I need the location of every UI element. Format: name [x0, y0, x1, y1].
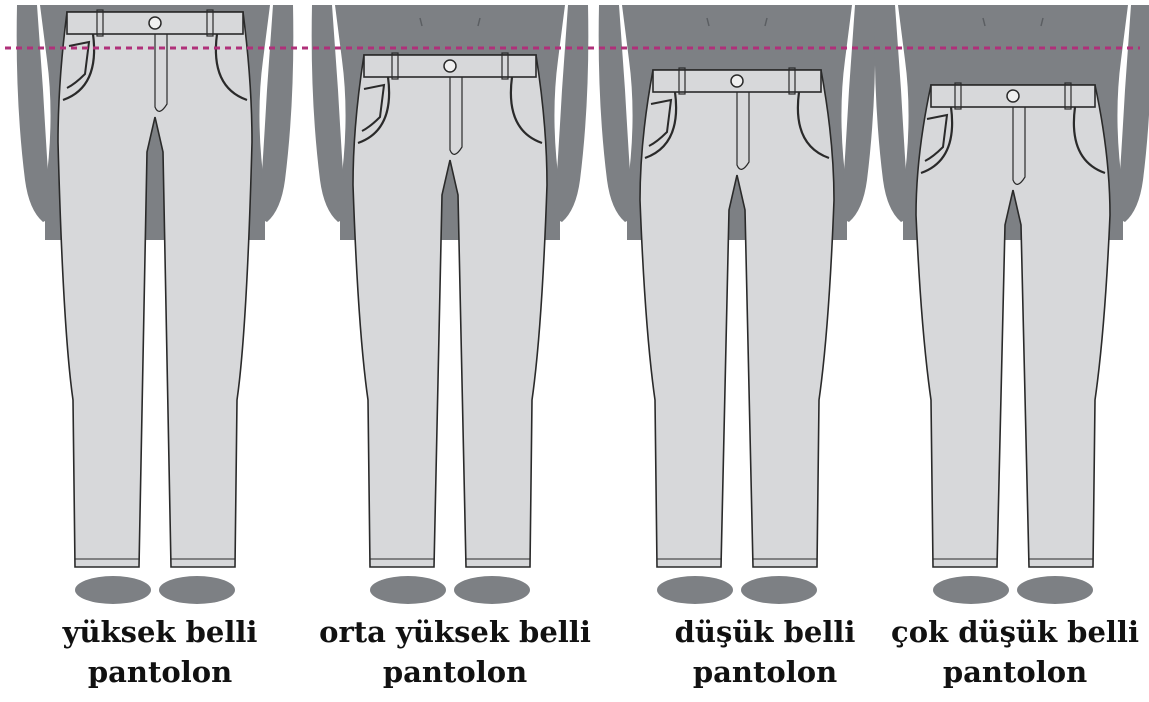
button-icon — [1007, 90, 1019, 102]
right-foot — [454, 576, 530, 604]
left-foot — [75, 576, 151, 604]
caption-very-low-rise: çok düşük belli pantolon — [880, 612, 1149, 698]
right-foot — [1017, 576, 1093, 604]
caption-high-rise-line1: yüksek belli — [30, 612, 290, 652]
caption-high-rise-line2: pantolon — [30, 652, 290, 692]
caption-very-low-rise-line2: pantolon — [880, 652, 1149, 692]
caption-low-rise-line1: düşük belli — [650, 612, 880, 652]
right-foot — [741, 576, 817, 604]
left-foot — [657, 576, 733, 604]
caption-mid-high-rise-line1: orta yüksek belli — [305, 612, 605, 652]
caption-mid-high-rise-line2: pantolon — [305, 652, 605, 692]
caption-mid-high-rise: orta yüksek belli pantolon — [305, 612, 605, 698]
caption-low-rise-line2: pantolon — [650, 652, 880, 692]
button-icon — [149, 17, 161, 29]
caption-very-low-rise-line1: çok düşük belli — [880, 612, 1149, 652]
button-icon — [731, 75, 743, 87]
left-foot — [370, 576, 446, 604]
right-foot — [159, 576, 235, 604]
caption-low-rise: düşük belli pantolon — [630, 612, 880, 698]
caption-high-rise: yüksek belli pantolon — [30, 612, 290, 698]
left-foot — [933, 576, 1009, 604]
button-icon — [444, 60, 456, 72]
